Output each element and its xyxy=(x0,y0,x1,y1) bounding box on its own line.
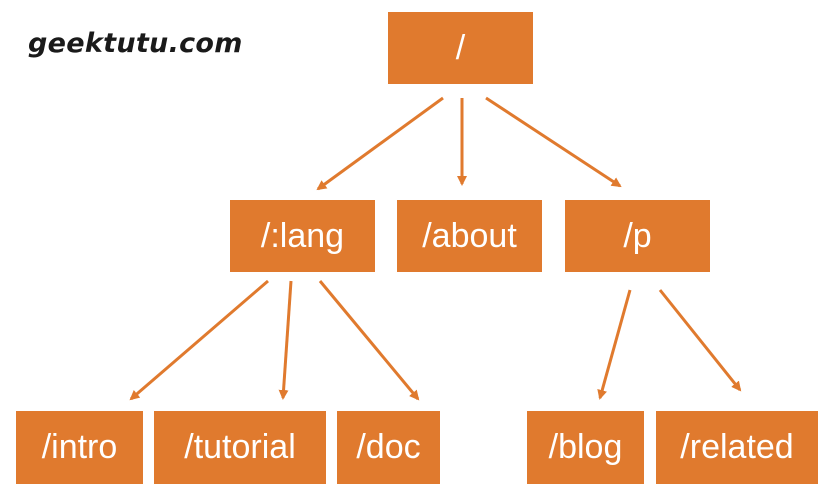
node-tutorial: /tutorial xyxy=(154,411,326,484)
node-blog: /blog xyxy=(527,411,644,484)
node-about: /about xyxy=(397,200,542,272)
node-related: /related xyxy=(656,411,818,484)
edge-root-to-lang xyxy=(316,96,444,191)
node-intro: /intro xyxy=(16,411,143,484)
edge-lang-to-tutorial xyxy=(278,280,293,400)
edge-lang-to-intro xyxy=(129,279,269,401)
edge-root-to-p xyxy=(485,96,622,188)
edge-p-to-related xyxy=(658,289,742,392)
node-root: / xyxy=(388,12,533,84)
node-doc: /doc xyxy=(337,411,440,484)
edge-p-to-blog xyxy=(597,289,632,400)
site-watermark: geektutu.com xyxy=(28,28,243,59)
node-p: /p xyxy=(565,200,710,272)
edge-lang-to-doc xyxy=(318,280,420,401)
node-lang: /:lang xyxy=(230,200,375,272)
